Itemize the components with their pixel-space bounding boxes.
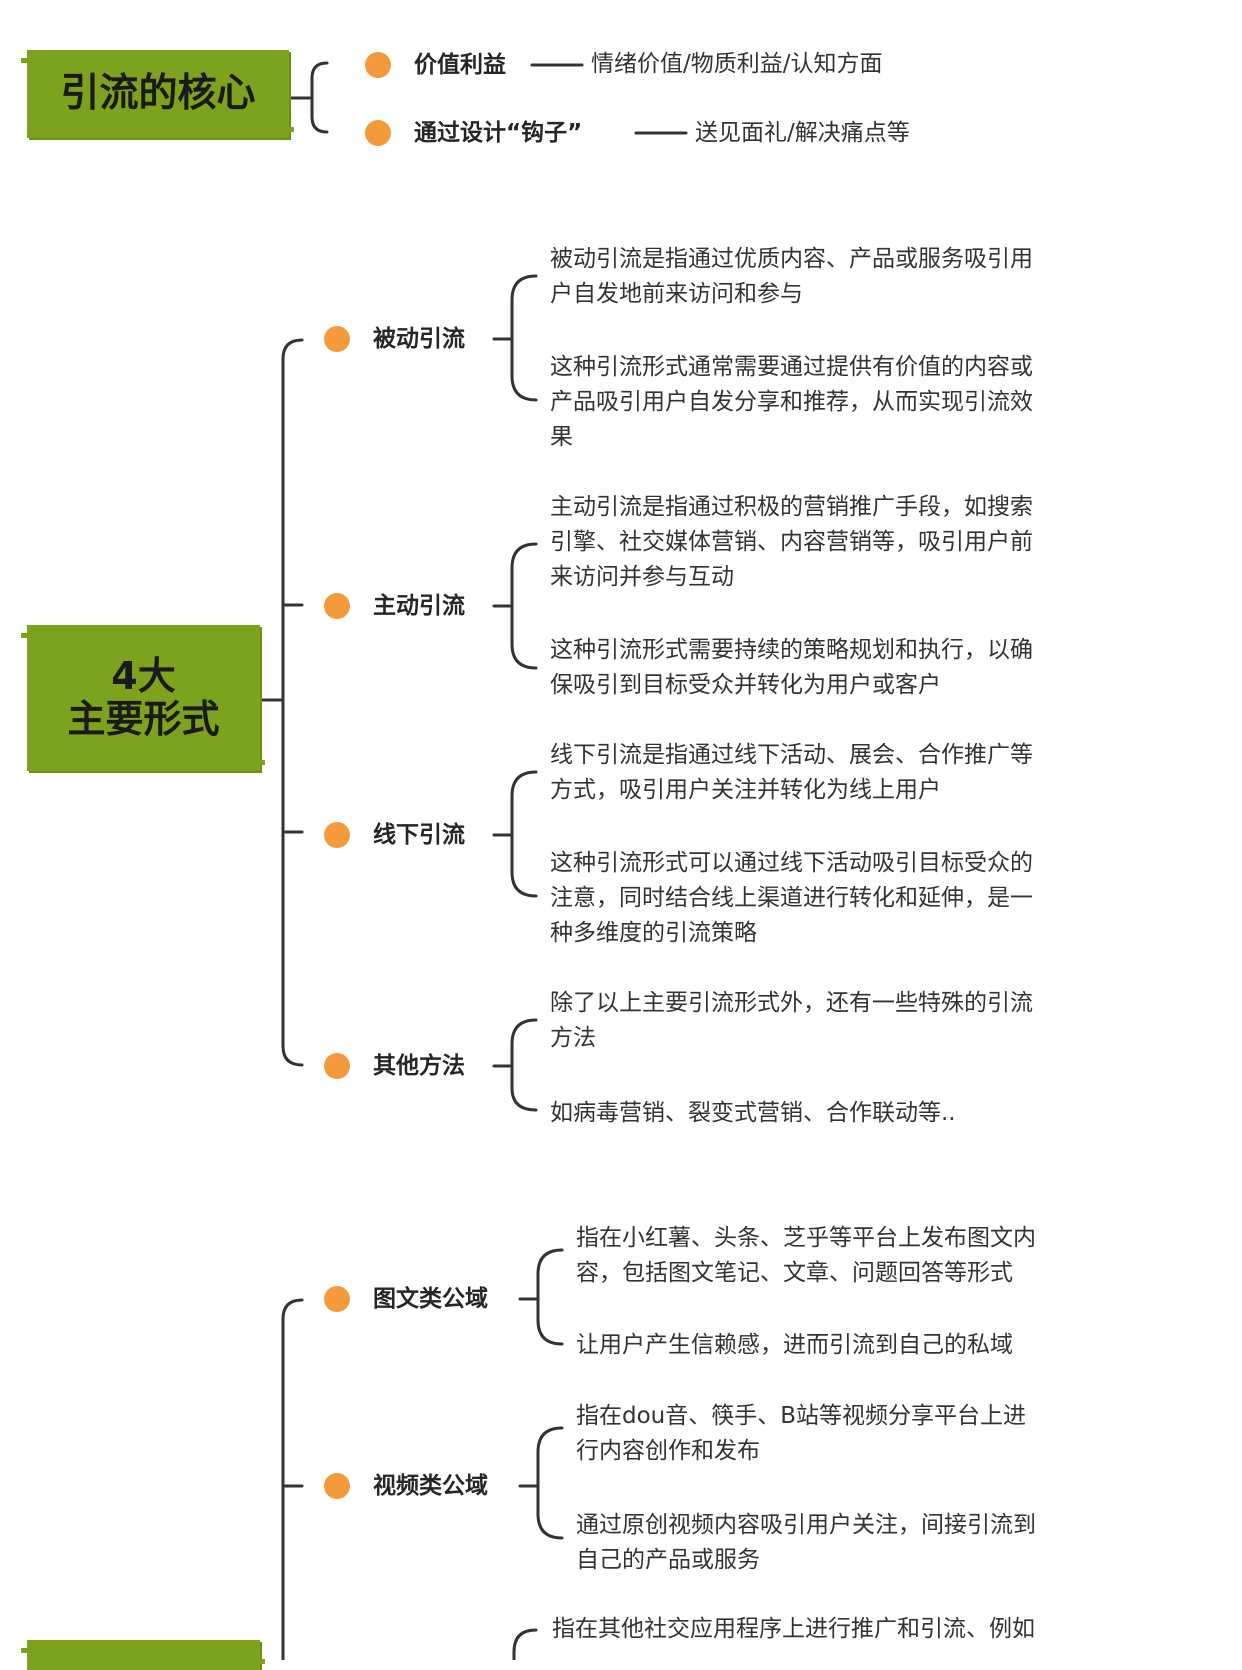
note-text: 通过原创视频内容吸引用户关注，间接引流到 (576, 1512, 1036, 1538)
note-text: 产品吸引用户自发分享和推荐，从而实现引流效 (550, 389, 1033, 415)
public-root-node (21, 1640, 265, 1670)
bullet-dot-icon (365, 52, 391, 78)
bullet-dot-icon (324, 1286, 350, 1312)
branch-graphic-public: 图文类公域 (373, 1286, 488, 1312)
core-item-hook: 通过设计“钩子” (414, 120, 583, 146)
note-text: 让用户产生信赖感，进而引流到自己的私域 (576, 1332, 1013, 1358)
note-text: 容，包括图文笔记、文章、问题回答等形式 (576, 1260, 1013, 1286)
core-root-node: 引流的核心 (21, 50, 294, 138)
bullet-dot-icon (324, 1473, 350, 1499)
bullet-dot-icon (324, 1053, 350, 1079)
note-text: 自己的产品或服务 (576, 1547, 760, 1573)
note-text: 线下引流是指通过线下活动、展会、合作推广等 (550, 742, 1033, 768)
note-text: 行内容创作和发布 (576, 1438, 760, 1464)
note-text: 保吸引到目标受众并转化为用户或客户 (550, 672, 941, 698)
bullet-dot-icon (324, 326, 350, 352)
forms-root-node: 4大 主要形式 (21, 625, 265, 771)
branch-passive: 被动引流 (373, 326, 465, 352)
note-text: 主动引流是指通过积极的营销推广手段，如搜索 (550, 494, 1033, 520)
note-text: 除了以上主要引流形式外，还有一些特殊的引流 (550, 990, 1033, 1016)
note-text: 被动引流是指通过优质内容、产品或服务吸引用 (550, 246, 1033, 272)
note-text: 如病毒营销、裂变式营销、合作联动等.. (550, 1100, 956, 1126)
bullet-dot-icon (365, 120, 391, 146)
branch-active: 主动引流 (373, 593, 465, 619)
core-item-value-detail: 情绪价值/物质利益/认知方面 (591, 51, 883, 77)
note-text: 引擎、社交媒体营销、内容营销等，吸引用户前 (550, 529, 1033, 555)
branch-video-public: 视频类公域 (373, 1473, 488, 1499)
core-title: 引流的核心 (60, 71, 256, 117)
core-item-value: 价值利益 (414, 52, 506, 78)
note-text: 方式，吸引用户关注并转化为线上用户 (550, 777, 941, 803)
note-text: 指在小红薯、头条、芝乎等平台上发布图文内 (576, 1225, 1036, 1251)
note-text: 指在dou音、筷手、B站等视频分享平台上进 (576, 1403, 1027, 1429)
note-text: 指在其他社交应用程序上进行推广和引流、例如 (552, 1616, 1035, 1642)
note-text: 果 (550, 424, 573, 450)
note-text: 这种引流形式通常需要通过提供有价值的内容或 (550, 354, 1033, 380)
branch-other: 其他方法 (373, 1053, 465, 1079)
core-item-hook-detail: 送见面礼/解决痛点等 (695, 120, 910, 146)
note-text: 户自发地前来访问和参与 (550, 281, 803, 307)
note-text: 种多维度的引流策略 (550, 920, 757, 946)
note-text: 方法 (550, 1025, 596, 1051)
note-text: 来访问并参与互动 (550, 564, 734, 590)
note-text: 这种引流形式需要持续的策略规划和执行，以确 (550, 637, 1033, 663)
note-text: 注意，同时结合线上渠道进行转化和延伸，是一 (550, 885, 1033, 911)
note-text: 这种引流形式可以通过线下活动吸引目标受众的 (550, 850, 1033, 876)
bullet-dot-icon (324, 822, 350, 848)
branch-offline: 线下引流 (373, 822, 465, 848)
bullet-dot-icon (324, 593, 350, 619)
forms-title: 4大 主要形式 (67, 654, 220, 741)
